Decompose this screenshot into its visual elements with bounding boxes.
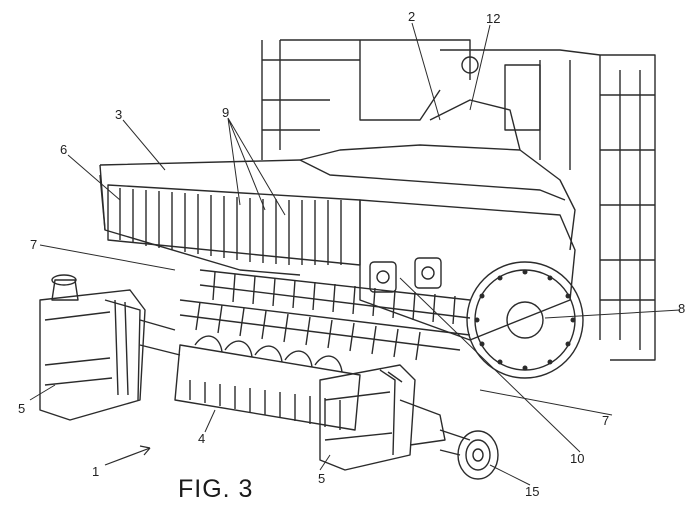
ref-label-1: 1 — [92, 464, 100, 479]
ref-label-7-right: 7 — [602, 413, 610, 428]
ref-label-6: 6 — [60, 142, 68, 157]
drive-wheel — [466, 261, 584, 379]
direction-arrow — [104, 445, 151, 466]
crusher-roll — [174, 335, 361, 431]
front-grate — [107, 184, 361, 266]
ref-label-7-left: 7 — [30, 237, 38, 252]
right-bracket — [319, 364, 446, 471]
ref-label-3: 3 — [115, 107, 123, 122]
ref-label-5-left: 5 — [18, 401, 26, 416]
ref-label-15: 15 — [525, 484, 540, 499]
upper-housing — [99, 144, 576, 276]
left-bracket — [39, 274, 181, 421]
ref-label-2: 2 — [408, 9, 416, 24]
ref-label-8: 8 — [678, 301, 686, 316]
small-wheel — [439, 429, 499, 480]
rotor-bars — [179, 269, 471, 361]
ref-label-4: 4 — [198, 431, 206, 446]
chassis-frame — [261, 39, 656, 361]
ref-label-9: 9 — [222, 105, 230, 120]
leader-lines — [29, 22, 681, 486]
ref-label-10: 10 — [570, 451, 585, 466]
side-plate — [359, 199, 576, 341]
ref-label-12: 12 — [486, 11, 501, 26]
figure-caption: FIG. 3 — [178, 475, 254, 503]
ref-label-5-bottom: 5 — [318, 471, 326, 486]
